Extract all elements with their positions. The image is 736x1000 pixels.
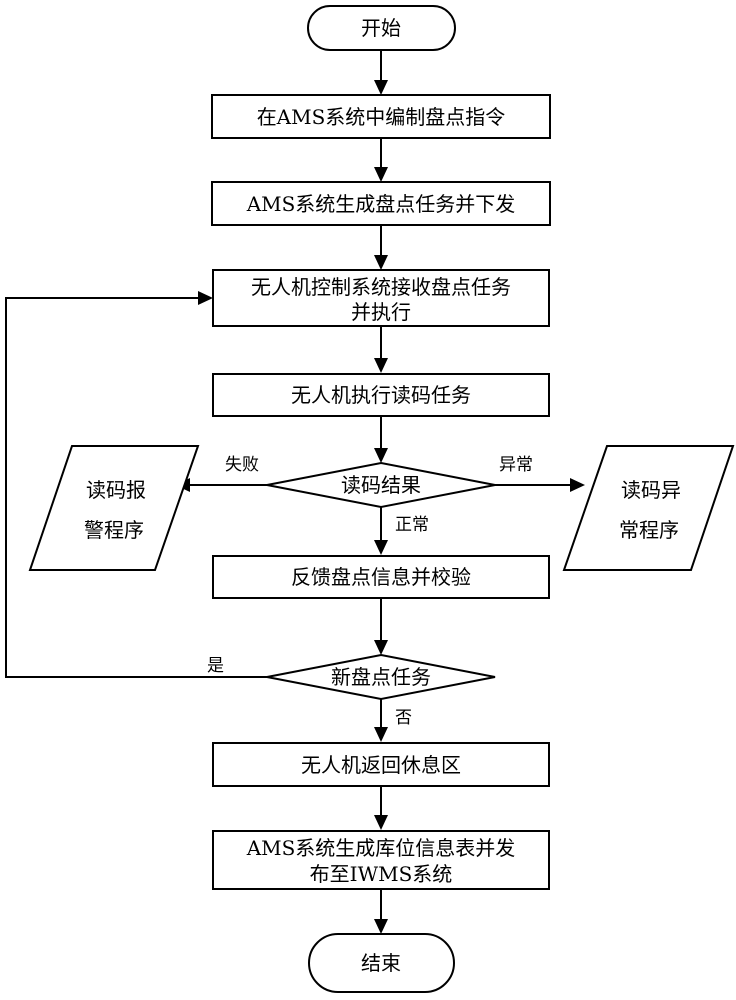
alarm-program-node: 读码报 警程序 xyxy=(28,445,200,571)
return-rest-node: 无人机返回休息区 xyxy=(212,742,550,787)
alarm-program-label-line1: 读码报 xyxy=(86,478,146,502)
process-box xyxy=(212,555,550,599)
end-label: 结束 xyxy=(361,951,401,975)
publish-table-label-line1: AMS系统生成库位信息表并发 xyxy=(246,836,516,860)
receive-execute-label-line2: 并执行 xyxy=(351,300,411,324)
arrow-head-icon xyxy=(570,478,585,492)
compile-instruction-label: 在AMS系统中编制盘点指令 xyxy=(257,105,506,129)
fail-edge-label: 失败 xyxy=(225,455,259,475)
new-task-label: 新盘点任务 xyxy=(331,665,431,689)
yes-edge-label: 是 xyxy=(207,656,224,676)
start-node: 开始 xyxy=(307,5,456,51)
receive-execute-label-line1: 无人机控制系统接收盘点任务 xyxy=(251,275,511,299)
alarm-program-label-line2: 警程序 xyxy=(84,518,144,542)
arrow-head-icon xyxy=(374,919,388,934)
arrow-head-icon xyxy=(374,727,388,742)
publish-table-label-line2: 布至IWMS系统 xyxy=(310,862,453,886)
exception-program-node: 读码异 常程序 xyxy=(562,445,735,571)
compile-instruction-node: 在AMS系统中编制盘点指令 xyxy=(211,94,551,139)
generate-task-label: AMS系统生成盘点任务并下发 xyxy=(246,192,516,216)
abnormal-edge-label: 异常 xyxy=(499,455,533,475)
read-result-label: 读码结果 xyxy=(341,473,421,497)
normal-edge-label: 正常 xyxy=(395,515,429,535)
read-code-node: 无人机执行读码任务 xyxy=(212,373,550,417)
feedback-verify-label: 反馈盘点信息并校验 xyxy=(291,565,471,589)
process-box xyxy=(211,94,551,139)
io-parallelogram xyxy=(562,445,735,571)
publish-table-node: AMS系统生成库位信息表并发 布至IWMS系统 xyxy=(212,830,550,890)
receive-execute-node: 无人机控制系统接收盘点任务 并执行 xyxy=(212,269,550,327)
exception-program-label-line2: 常程序 xyxy=(619,518,679,542)
read-result-decision: 读码结果 xyxy=(266,461,496,509)
start-label: 开始 xyxy=(361,16,401,40)
exception-program-label-line1: 读码异 xyxy=(621,478,681,502)
read-code-label: 无人机执行读码任务 xyxy=(291,383,471,407)
arrow-head-icon xyxy=(374,815,388,830)
no-edge-label: 否 xyxy=(395,708,412,728)
arrow-head-icon xyxy=(374,448,388,463)
return-rest-label: 无人机返回休息区 xyxy=(301,753,461,777)
end-node: 结束 xyxy=(308,933,455,993)
arrow-head-icon xyxy=(374,358,388,373)
yes-loop-edge xyxy=(5,297,267,678)
process-box xyxy=(212,830,550,890)
feedback-verify-node: 反馈盘点信息并校验 xyxy=(212,555,550,599)
end-terminal-shape xyxy=(308,933,455,993)
io-parallelogram xyxy=(28,445,200,571)
arrow-head-icon xyxy=(374,540,388,555)
generate-task-node: AMS系统生成盘点任务并下发 xyxy=(211,181,551,226)
arrow-head-icon xyxy=(374,80,388,95)
arrow-head-icon xyxy=(374,167,388,182)
arrow-head-icon xyxy=(198,291,213,305)
new-task-decision: 新盘点任务 xyxy=(266,653,496,701)
arrow-head-icon xyxy=(374,640,388,655)
process-box xyxy=(212,269,550,327)
arrow-head-icon xyxy=(374,255,388,270)
process-box xyxy=(212,742,550,787)
